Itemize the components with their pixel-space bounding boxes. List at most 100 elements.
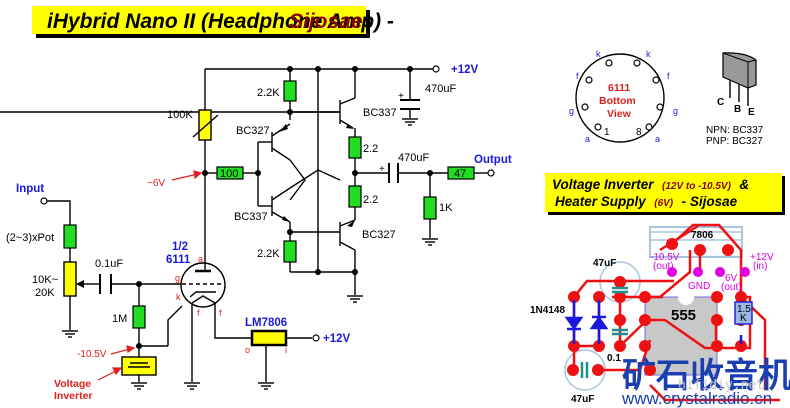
tube-pin-a: a — [198, 254, 203, 264]
trimpot-arrow — [192, 114, 219, 138]
resistor-input-pot — [63, 224, 77, 249]
watermark-chinese: 矿石收音机 — [622, 357, 790, 395]
terminals — [40, 65, 495, 342]
ground-icon — [402, 118, 418, 126]
reg-12v-label: +12V — [323, 333, 351, 345]
tube-half-label: 1/2 — [172, 241, 188, 253]
svg-text:Heater Supply (6V): Heater Supply (6V) - Sijosae — [555, 193, 738, 210]
pinout-f2: f — [667, 71, 670, 81]
pinout-num-8: 8 — [636, 127, 642, 138]
tube-pin-f1: f — [197, 308, 200, 318]
node-neg-label: -10.5V — [77, 349, 107, 360]
q3-label: BC337 — [234, 211, 268, 223]
voltage-inverter-block — [121, 356, 157, 376]
inverter-title-1b: (12V to -10.5V) — [662, 181, 732, 192]
svg-text:Voltage Inverter (12V to: Voltage Inverter (12V to -10.5V) & — [552, 176, 749, 193]
resistor-100 — [216, 166, 244, 180]
tube-pinout-diagram: k k f f g g a a 1 8 6111 Bottom View — [569, 49, 678, 144]
inverter-label-2: Inverter — [54, 390, 93, 402]
inverter-title-2a: Heater Supply — [555, 194, 647, 209]
pcb-cap-01-label: 0.1 — [607, 353, 621, 364]
r-2-2-top-label: 2.2 — [363, 143, 378, 155]
r-1m-label: 1M — [112, 313, 127, 325]
terminal-input[interactable] — [40, 197, 48, 205]
tube-6111-symbol — [180, 260, 226, 308]
resistor-2-2-top — [348, 136, 362, 159]
pcb-cap-47-top: 47uF — [593, 258, 616, 269]
pinout-k2: k — [646, 49, 651, 59]
capacitors — [99, 99, 420, 294]
pin-c-label: C — [717, 97, 724, 108]
annotation-arrows — [97, 170, 203, 381]
resistor-47 — [447, 166, 475, 180]
terminal-12v-top[interactable] — [432, 65, 440, 73]
pcb-r15-2: K — [740, 313, 747, 324]
resistor-1m — [132, 305, 146, 329]
ground-icon — [422, 238, 438, 246]
ground-icon — [131, 382, 147, 390]
node-6v-label: ~6V — [147, 178, 165, 189]
terminal-output[interactable] — [487, 169, 495, 177]
resistor-1k — [423, 196, 437, 220]
npn-label: NPN: BC337 — [706, 125, 764, 136]
pcb-neg-out-1: -10.5V — [650, 252, 680, 263]
regulator-pin-o: o — [245, 345, 250, 355]
tube-pin-k: k — [176, 292, 181, 302]
q4-label: BC327 — [362, 229, 396, 241]
pot-100k-label: 100K — [167, 109, 193, 121]
pinout-g2: g — [673, 106, 678, 116]
pinout-a1: a — [585, 134, 590, 144]
r-2k2-bot-label: 2.2K — [257, 248, 280, 260]
pcb-r15-1: 1.5 — [737, 304, 751, 315]
r-100-label: 100 — [220, 168, 238, 180]
pcb-in-2: (in) — [753, 261, 767, 272]
inverter-title-2c: - Sijosae — [682, 194, 738, 209]
transistor-arrows — [279, 124, 355, 227]
transistor-to92-diagram: C B E NPN: BC337 PNP: BC327 — [706, 52, 764, 147]
pinout-title-1: 6111 — [608, 82, 630, 94]
tube-pin-g: g — [175, 273, 180, 283]
regulator-lm7806 — [250, 329, 288, 347]
inverter-title-1c: & — [739, 177, 749, 192]
ground-icon — [258, 382, 274, 390]
q1-label: BC327 — [236, 125, 270, 137]
input-label: Input — [16, 183, 44, 195]
pcb-6v-1: 6V — [725, 273, 738, 284]
output-label: Output — [474, 154, 512, 166]
resistor-2k2-bot — [283, 240, 297, 263]
pinout-num-1: 1 — [604, 127, 610, 138]
watermark-url: www.crystalradio.cn — [621, 389, 772, 408]
pcb-gnd: GND — [688, 281, 710, 292]
volume-pot — [63, 261, 77, 297]
tube-pin-f2: f — [219, 308, 222, 318]
pnp-label: PNP: BC327 — [706, 136, 763, 147]
pcb-resistor-1k5 — [734, 301, 753, 325]
resistor-2-2-bot — [348, 185, 362, 208]
pcb-cap-47-bot: 47uF — [571, 394, 594, 405]
inverter-title-box: Voltage Inverter (12V to -10.5V) & Heate… — [545, 173, 785, 215]
pinout-title-2: Bottom — [599, 95, 636, 107]
inverter-label-1: Voltage — [54, 378, 91, 390]
ground-icon — [184, 382, 200, 390]
cap-470-out-label: 470uF — [398, 152, 429, 164]
tube-type-label: 6111 — [166, 254, 191, 266]
terminal-12v-reg[interactable] — [312, 334, 320, 342]
watermark-sub: hifidiy.net — [678, 378, 764, 393]
pinout-a2: a — [655, 134, 660, 144]
r-2-2-bot-label: 2.2 — [363, 194, 378, 206]
r-47-label: 47 — [454, 168, 466, 180]
resistors — [63, 80, 475, 329]
cap-out-plus: + — [379, 164, 385, 175]
pcb-7806-label: 7806 — [691, 230, 714, 241]
ground-icon — [347, 295, 363, 303]
title-banner: iHybrid Nano II (Headphone Amp) - Sijosa… — [32, 6, 394, 38]
r-2k2-top-label: 2.2K — [257, 87, 280, 99]
cap-470-supply-plus: + — [398, 91, 404, 102]
wiper-arrow-icon — [76, 280, 84, 288]
junction-dots — [136, 66, 433, 349]
cap-01-label: 0.1uF — [95, 258, 123, 270]
pinout-g1: g — [569, 106, 574, 116]
regulator-label: LM7806 — [245, 317, 287, 329]
supply-12v-label: +12V — [451, 64, 479, 76]
